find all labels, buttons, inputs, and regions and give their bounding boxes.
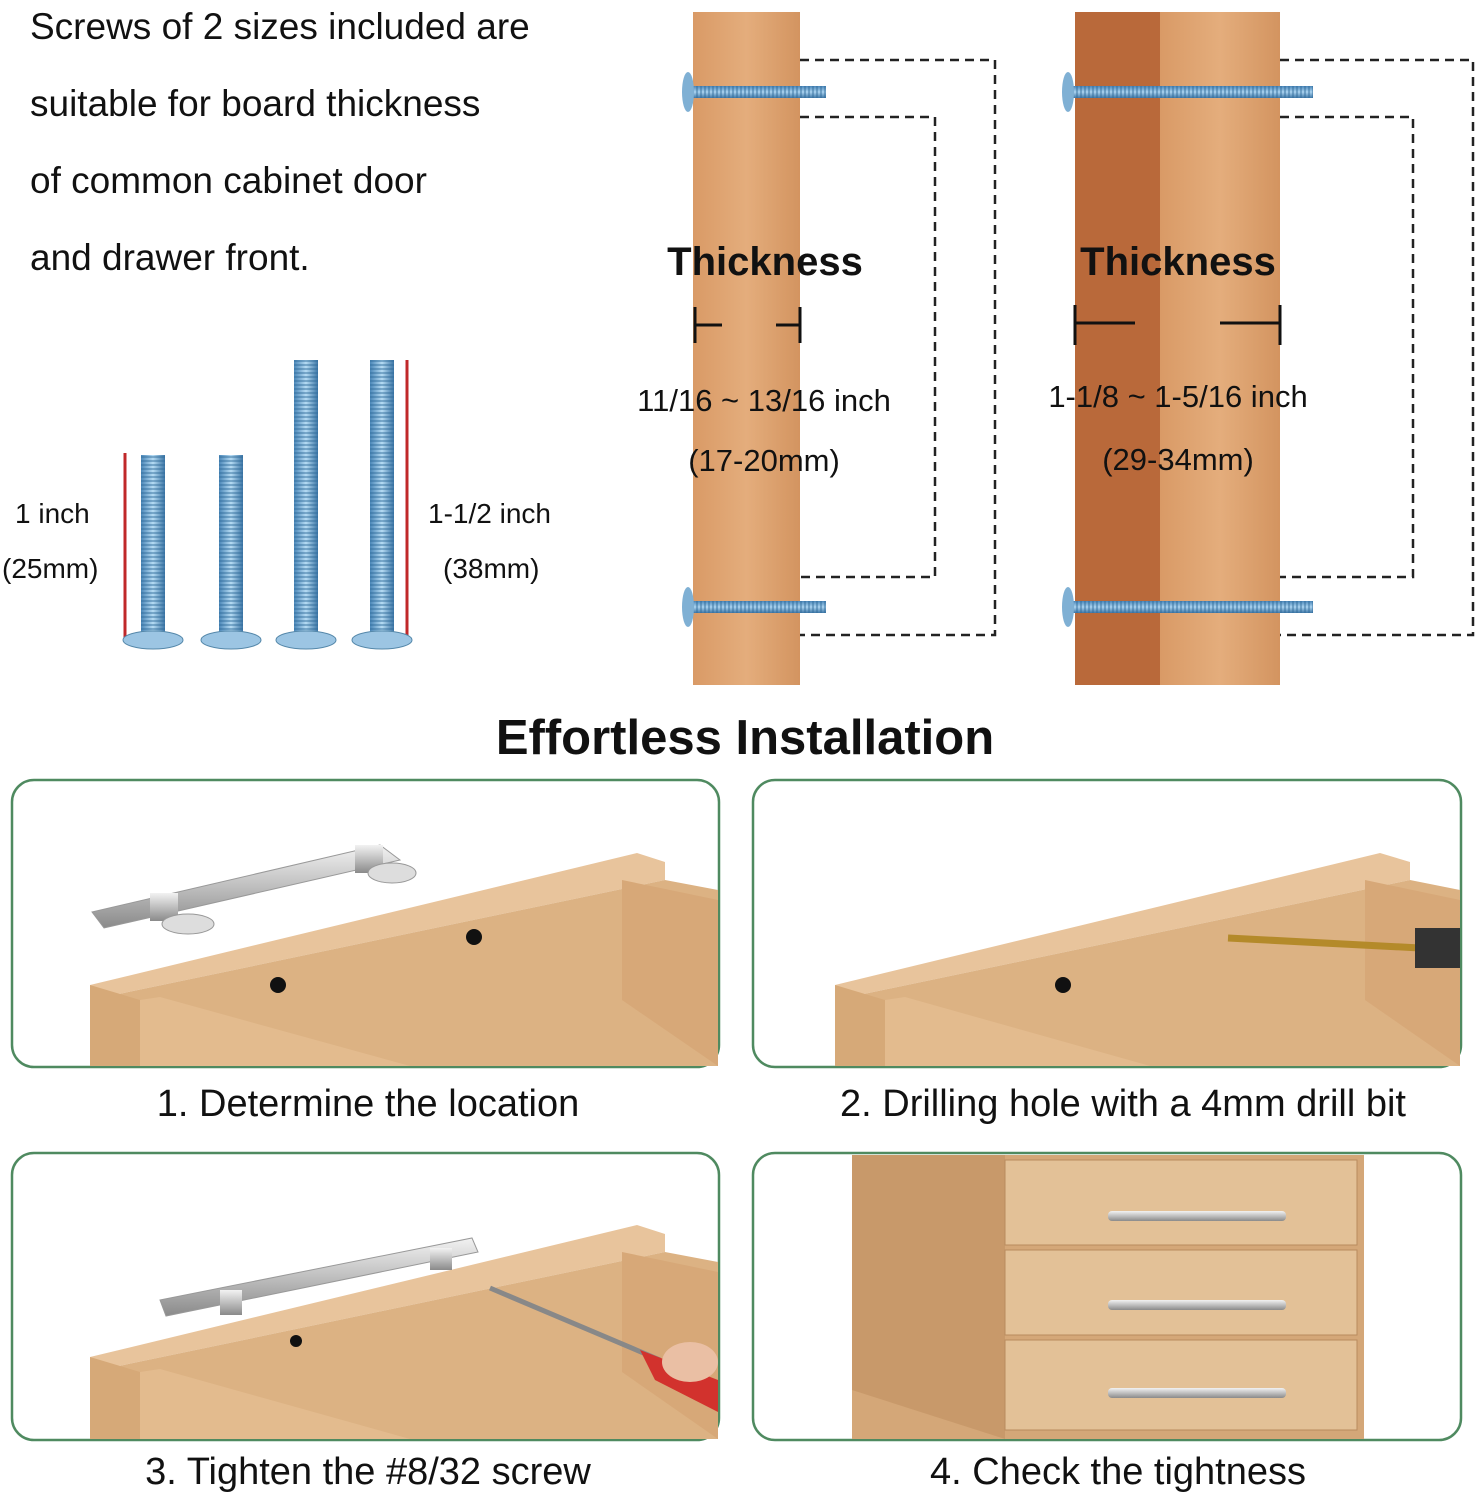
long-screw-label: 1-1/2 inch <box>428 498 551 529</box>
step-2-panel <box>751 778 1463 1069</box>
screw-set-image <box>122 360 413 650</box>
short-screw-mm: (25mm) <box>2 553 99 584</box>
intro-line-2: suitable for board thickness <box>30 83 481 124</box>
long-screw-2 <box>351 360 413 650</box>
installation-title: Effortless Installation <box>495 711 995 765</box>
step-2-caption: 2. Drilling hole with a 4mm drill bit <box>840 1083 1406 1125</box>
step-1-caption: 1. Determine the location <box>156 1083 580 1125</box>
drill-bit-image <box>1227 934 1421 952</box>
handle-image <box>91 844 417 935</box>
step-1-panel <box>10 778 721 1069</box>
intro-line-1: Screws of 2 sizes included are <box>30 6 530 47</box>
thin-board-heading: Thickness <box>667 240 863 284</box>
thick-board-heading: Thickness <box>1080 240 1276 284</box>
thin-board-diagram <box>682 12 997 685</box>
step-2-illustration <box>835 853 1460 1066</box>
thin-board-range: 11/16 ~ 13/16 inch <box>637 383 891 418</box>
step-4-illustration <box>852 1155 1364 1439</box>
step-3-panel <box>10 1151 721 1442</box>
short-screw-label: 1 inch <box>15 498 90 529</box>
long-screw-mm: (38mm) <box>443 553 540 584</box>
thick-board-mm: (29-34mm) <box>1102 442 1254 477</box>
step-4-caption: 4. Check the tightness <box>930 1451 1306 1493</box>
short-screw-1 <box>122 455 184 650</box>
step-1-illustration <box>90 844 718 1066</box>
thick-board-range: 1-1/8 ~ 1-5/16 inch <box>1048 379 1308 414</box>
screwdriver-image <box>489 1285 661 1363</box>
thick-board-diagram <box>1062 12 1475 685</box>
short-screw-2 <box>200 455 262 650</box>
intro-line-3: of common cabinet door <box>30 160 427 201</box>
step-4-panel <box>751 1151 1463 1442</box>
step-3-illustration <box>90 1225 718 1439</box>
thin-board-mm: (17-20mm) <box>688 443 840 478</box>
intro-line-4: and drawer front. <box>30 237 310 278</box>
step-3-caption: 3. Tighten the #8/32 screw <box>145 1451 591 1493</box>
long-screw-1 <box>275 360 337 650</box>
